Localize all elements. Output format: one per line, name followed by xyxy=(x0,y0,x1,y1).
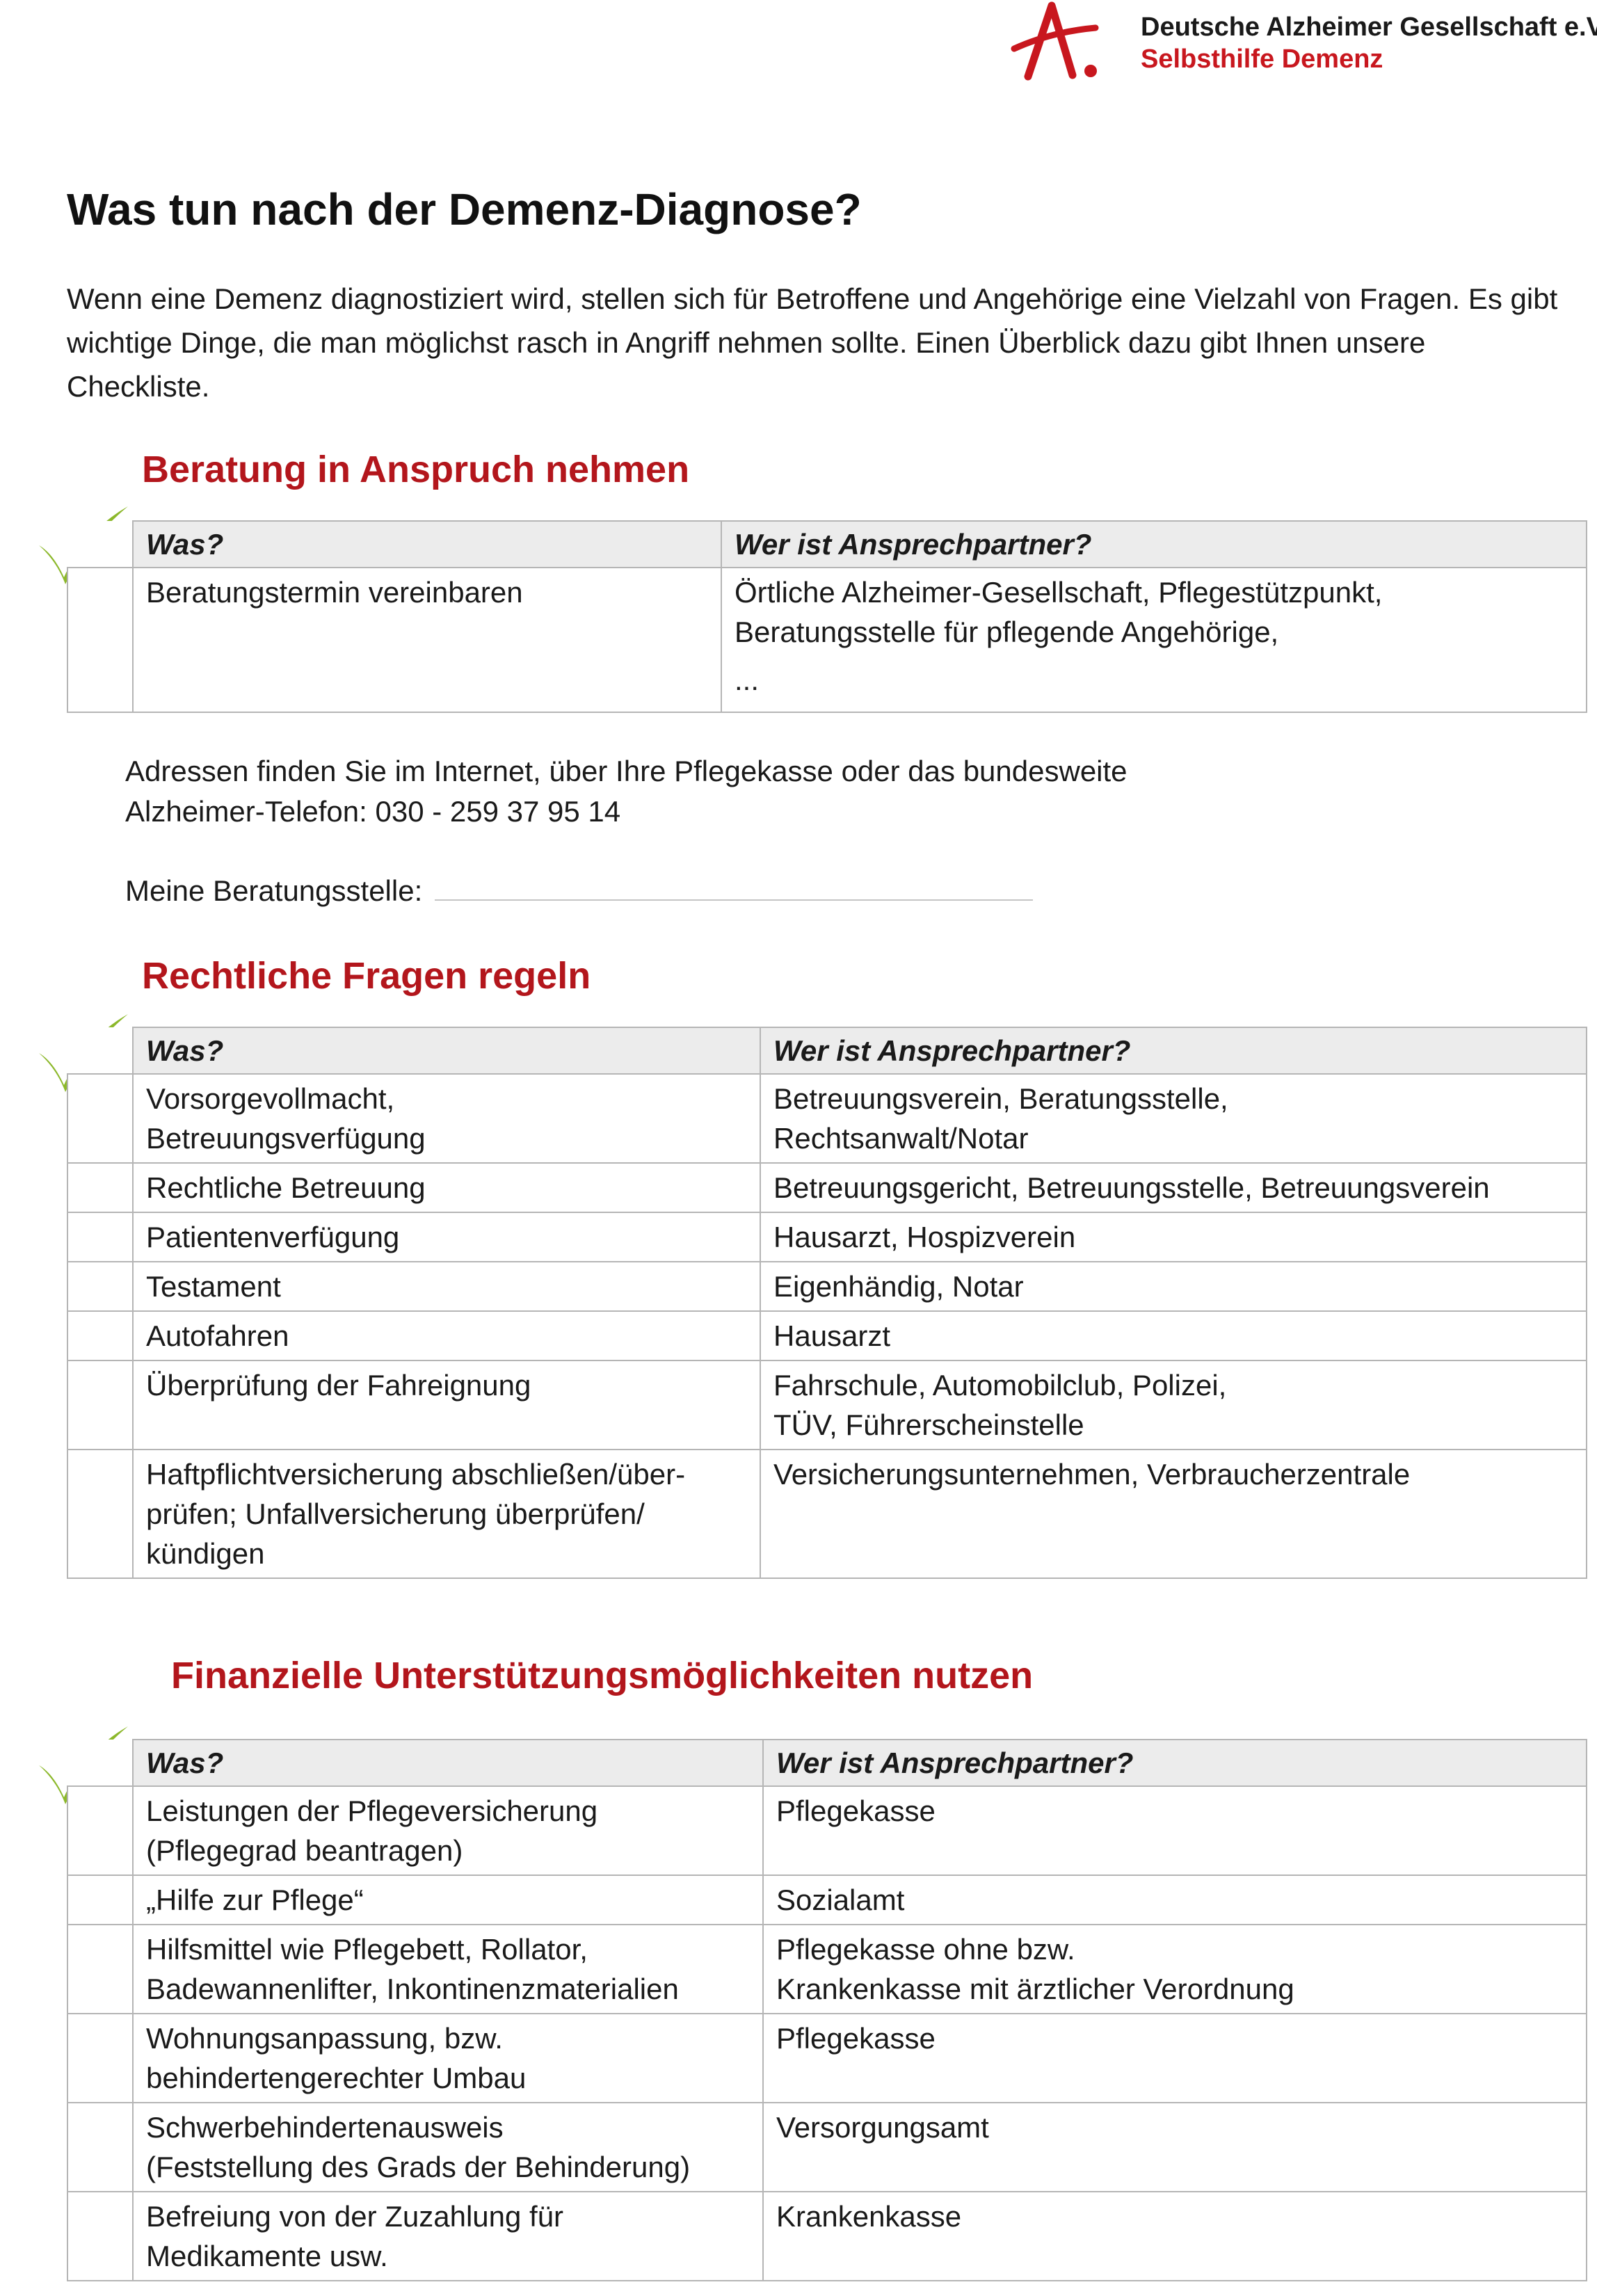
cell-wer: Betreuungsverein, Beratungsstelle,Rechts… xyxy=(760,1073,1587,1164)
cell-wer: Hausarzt xyxy=(760,1310,1587,1361)
cell-wer: Pflegekasse ohne bzw.Krankenkasse mit är… xyxy=(762,1924,1587,2014)
table-finanziell: Was? Wer ist Ansprechpartner? Leistungen… xyxy=(67,1739,1587,2281)
column-header-wer: Wer ist Ansprechpartner? xyxy=(762,1739,1587,1787)
cell-was: Vorsorgevollmacht,Betreuungsverfügung xyxy=(132,1073,761,1164)
checkbox-cell[interactable] xyxy=(67,1162,134,1213)
checkbox-cell[interactable] xyxy=(67,1073,134,1164)
checkbox-cell[interactable] xyxy=(67,1924,134,2014)
org-name: Deutsche Alzheimer Gesellschaft e.V. xyxy=(1141,13,1597,42)
checkbox-cell[interactable] xyxy=(67,1310,134,1361)
table-row: Beratungstermin vereinbaren Örtliche Alz… xyxy=(67,567,1587,713)
table-row: „Hilfe zur Pflege“ Sozialamt xyxy=(67,1874,1587,1925)
table-header-row: Was? Wer ist Ansprechpartner? xyxy=(67,1027,1587,1075)
cell-wer: Betreuungsgericht, Betreuungsstelle, Bet… xyxy=(760,1162,1587,1213)
intro-text: Wenn eine Demenz diagnostiziert wird, st… xyxy=(67,282,1558,403)
table-row: Rechtliche Betreuung Betreuungsgericht, … xyxy=(67,1162,1587,1213)
checkbox-cell[interactable] xyxy=(67,2102,134,2192)
checkbox-cell[interactable] xyxy=(67,1785,134,1876)
cell-wer: Hausarzt, Hospizverein xyxy=(760,1212,1587,1262)
cell-wer: Fahrschule, Automobilclub, Polizei,TÜV, … xyxy=(760,1360,1587,1450)
table-row: Haftpflichtversicherung abschließen/über… xyxy=(67,1449,1587,1579)
table-row: Hilfsmittel wie Pflegebett, Rollator,Bad… xyxy=(67,1924,1587,2014)
cell-wer: Krankenkasse xyxy=(762,2191,1587,2281)
cell-wer: Eigenhändig, Notar xyxy=(760,1261,1587,1312)
cell-was: Hilfsmittel wie Pflegebett, Rollator,Bad… xyxy=(132,1924,764,2014)
cell-wer: Sozialamt xyxy=(762,1874,1587,1925)
section-heading-rechtlich: Rechtliche Fragen regeln xyxy=(142,955,591,997)
cell-was: Schwerbehindertenausweis(Feststellung de… xyxy=(132,2102,764,2192)
page-title: Was tun nach der Demenz-Diagnose? xyxy=(67,184,862,234)
table-row: Autofahren Hausarzt xyxy=(67,1310,1587,1361)
table-row: Vorsorgevollmacht,Betreuungsverfügung Be… xyxy=(67,1073,1587,1164)
checkbox-cell[interactable] xyxy=(67,567,134,713)
cell-was: Beratungstermin vereinbaren xyxy=(132,567,722,713)
cell-was: Rechtliche Betreuung xyxy=(132,1162,761,1213)
column-header-was: Was? xyxy=(132,520,722,568)
cell-wer: Pflegekasse xyxy=(762,2013,1587,2103)
table-beratung: Was? Wer ist Ansprechpartner? Beratungst… xyxy=(67,520,1587,713)
column-header-wer: Wer ist Ansprechpartner? xyxy=(721,520,1587,568)
checkbox-cell[interactable] xyxy=(67,1449,134,1579)
cell-wer: Versorgungsamt xyxy=(762,2102,1587,2192)
column-header-was: Was? xyxy=(132,1027,761,1075)
table-header-row: Was? Wer ist Ansprechpartner? xyxy=(67,520,1587,568)
checkbox-cell[interactable] xyxy=(67,1360,134,1450)
section-heading-finanziell: Finanzielle Unterstützungsmöglichkeiten … xyxy=(171,1655,1034,1696)
cell-was: Haftpflichtversicherung abschließen/über… xyxy=(132,1449,761,1579)
column-header-wer: Wer ist Ansprechpartner? xyxy=(760,1027,1587,1075)
cell-wer: Versicherungsunternehmen, Verbraucherzen… xyxy=(760,1449,1587,1579)
table-row: Testament Eigenhändig, Notar xyxy=(67,1261,1587,1312)
cell-was: Autofahren xyxy=(132,1310,761,1361)
checkbox-cell[interactable] xyxy=(67,2013,134,2103)
table-row: Überprüfung der Fahreignung Fahrschule, … xyxy=(67,1360,1587,1450)
cell-wer: Örtliche Alzheimer-Gesellschaft, Pfleges… xyxy=(721,567,1587,713)
table-header-row: Was? Wer ist Ansprechpartner? xyxy=(67,1739,1587,1787)
cell-was: Testament xyxy=(132,1261,761,1312)
column-header-was: Was? xyxy=(132,1739,764,1787)
cell-was: Wohnungsanpassung, bzw.behindertengerech… xyxy=(132,2013,764,2103)
alzheimer-logo-mark-icon xyxy=(1011,1,1099,81)
cell-was: Überprüfung der Fahreignung xyxy=(132,1360,761,1450)
fill-in-line[interactable] xyxy=(435,892,1034,901)
table-row: Patientenverfügung Hausarzt, Hospizverei… xyxy=(67,1212,1587,1262)
cell-was: Patientenverfügung xyxy=(132,1212,761,1262)
address-note: Adressen finden Sie im Internet, über Ih… xyxy=(125,755,1127,828)
table-rechtlich: Was? Wer ist Ansprechpartner? Vorsorgevo… xyxy=(67,1027,1587,1579)
table-row: Schwerbehindertenausweis(Feststellung de… xyxy=(67,2102,1587,2192)
cell-wer: Pflegekasse xyxy=(762,1785,1587,1876)
checkbox-cell[interactable] xyxy=(67,1874,134,1925)
checkbox-cell[interactable] xyxy=(67,1212,134,1262)
beratungsstelle-field: Meine Beratungsstelle: xyxy=(125,871,1034,911)
field-label: Meine Beratungsstelle: xyxy=(125,874,423,907)
checkbox-cell[interactable] xyxy=(67,1261,134,1312)
cell-was: Leistungen der Pflegeversicherung(Pflege… xyxy=(132,1785,764,1876)
table-row: Leistungen der Pflegeversicherung(Pflege… xyxy=(67,1785,1587,1876)
checkbox-cell[interactable] xyxy=(67,2191,134,2281)
org-subtitle: Selbsthilfe Demenz xyxy=(1141,45,1383,74)
table-row: Wohnungsanpassung, bzw.behindertengerech… xyxy=(67,2013,1587,2103)
cell-was: „Hilfe zur Pflege“ xyxy=(132,1874,764,1925)
section-heading-beratung: Beratung in Anspruch nehmen xyxy=(142,449,690,490)
